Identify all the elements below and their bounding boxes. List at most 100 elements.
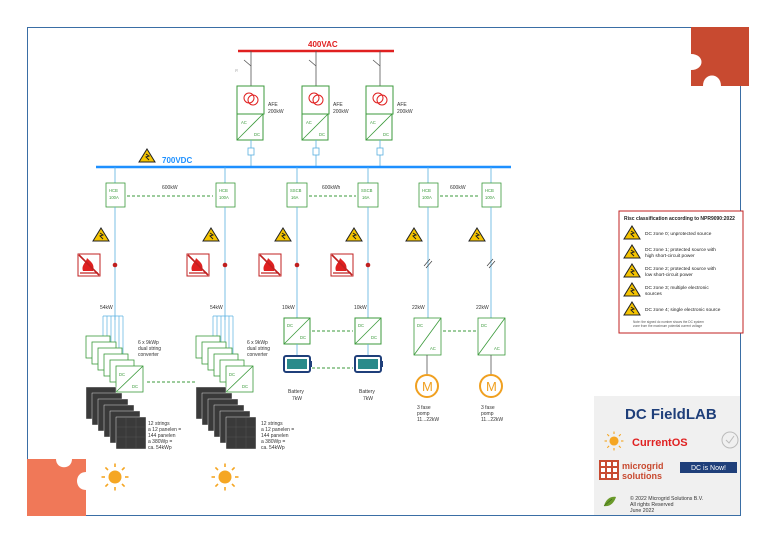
svg-text:6 x 9kWp: 6 x 9kWp xyxy=(138,340,159,346)
svg-text:AC: AC xyxy=(306,120,312,125)
svg-text:54kW: 54kW xyxy=(210,305,223,311)
svg-text:DC is Now!: DC is Now! xyxy=(691,465,726,472)
pv-converter xyxy=(115,365,144,393)
svg-text:solutions: solutions xyxy=(622,471,662,481)
svg-text:HCB: HCB xyxy=(422,188,431,193)
svg-text:DC: DC xyxy=(371,335,377,340)
pv-group: DC DC 6 x 9kWp dual string converter 12 … xyxy=(85,315,181,492)
svg-text:3 fase: 3 fase xyxy=(417,405,431,411)
battery-unit: DC DC Battery 7kW xyxy=(354,317,383,402)
svg-text:DC: DC xyxy=(119,372,125,377)
branding-panel: DC FieldLAB CurrentOS microgrid solution… xyxy=(594,396,740,515)
svg-text:DC: DC xyxy=(319,132,325,137)
dc-bus-label: 700VDC xyxy=(162,156,192,165)
svg-text:Note: the signed dc number sho: Note: the signed dc number shows the DC … xyxy=(633,320,704,324)
breaker-links: 600kW 600kWh 600kW xyxy=(127,185,480,197)
warning-icon xyxy=(345,227,363,242)
svg-text:11...22kW: 11...22kW xyxy=(481,417,503,423)
svg-text:7kW: 7kW xyxy=(292,396,302,402)
svg-text:144 panelen: 144 panelen xyxy=(148,433,176,439)
svg-text:DC zone 0; unprotected source: DC zone 0; unprotected source xyxy=(645,231,712,237)
svg-text:ca. 54kWp: ca. 54kWp xyxy=(148,445,172,451)
dc-bus-warning-icon xyxy=(138,148,156,163)
dc-is-now-badge xyxy=(680,462,737,473)
svg-text:low short-circuit power: low short-circuit power xyxy=(645,272,693,278)
svg-text:M: M xyxy=(486,379,497,394)
afe-unit: AC DC AFE 200kW xyxy=(365,51,413,166)
svg-text:100A: 100A xyxy=(485,195,495,200)
warning-icon xyxy=(468,227,486,242)
svg-text:DC zone 4; single electronic s: DC zone 4; single electronic source xyxy=(645,307,721,313)
svg-text:Battery: Battery xyxy=(359,389,375,395)
svg-text:200kW: 200kW xyxy=(268,109,284,115)
solar-panels xyxy=(195,386,257,450)
risk-legend: Risc classification according to NPR9090… xyxy=(618,210,744,334)
svg-text:22kW: 22kW xyxy=(412,305,425,311)
breakers: HCB 100A HCB 100A SSCB 16A SSCB 16A HCB … xyxy=(105,167,502,208)
svg-text:AC: AC xyxy=(370,120,376,125)
pump-unit: DC AC M 3 fase pomp 11...22kW xyxy=(477,317,506,423)
sun-icon xyxy=(100,462,130,492)
battery-icon xyxy=(354,355,383,373)
svg-text:SSCB: SSCB xyxy=(361,188,373,193)
currentos-logo: CurrentOS xyxy=(632,437,688,449)
breaker xyxy=(481,182,502,208)
legend-item: DC zone 1; protected source with high sh… xyxy=(623,244,716,259)
svg-text:a 380Wp =: a 380Wp = xyxy=(148,439,172,445)
svg-text:AFE: AFE xyxy=(397,102,407,108)
puzzle-logo-bottom-left xyxy=(27,459,86,516)
no-fire-icon xyxy=(330,253,354,277)
warning-icon xyxy=(274,227,292,242)
svg-text:100A: 100A xyxy=(109,195,119,200)
svg-text:SSCB: SSCB xyxy=(290,188,302,193)
breaker xyxy=(215,182,236,208)
svg-text:DC zone 3; multiple electronic: DC zone 3; multiple electronic xyxy=(645,285,709,291)
svg-text:16A: 16A xyxy=(362,195,370,200)
svg-text:AC: AC xyxy=(494,346,500,351)
svg-text:DC: DC xyxy=(417,323,423,328)
svg-text:DC: DC xyxy=(300,335,306,340)
svg-text:dual string: dual string xyxy=(138,346,161,352)
svg-text:pomp: pomp xyxy=(481,411,494,417)
motor-icon xyxy=(415,374,439,398)
svg-text:high short-circuit power: high short-circuit power xyxy=(645,253,695,259)
svg-text:a 12 panelen =: a 12 panelen = xyxy=(148,427,181,433)
svg-text:600kWh: 600kWh xyxy=(322,185,341,191)
legend-title: Risc classification according to NPR9090… xyxy=(624,216,735,222)
svg-text:© 2022 Microgrid Solutions B.V: © 2022 Microgrid Solutions B.V. xyxy=(630,495,703,502)
svg-text:200kW: 200kW xyxy=(397,109,413,115)
breaker xyxy=(418,182,439,208)
svg-text:600kW: 600kW xyxy=(162,185,178,191)
svg-text:AFE: AFE xyxy=(268,102,278,108)
svg-text:16A: 16A xyxy=(291,195,299,200)
legend-item: DC zone 2; protected source with low sho… xyxy=(623,263,716,278)
svg-text:pomp: pomp xyxy=(417,411,430,417)
battery-icon xyxy=(283,355,312,373)
warning-icon xyxy=(202,227,220,242)
puzzle-logo-top-right xyxy=(691,27,749,86)
svg-text:All rights Reserved: All rights Reserved xyxy=(630,502,674,508)
svg-text:a 12 panelen =: a 12 panelen = xyxy=(261,427,294,433)
afe-unit: AC DC AFE 200kW xyxy=(301,51,349,166)
svg-text:DC: DC xyxy=(229,372,235,377)
svg-text:June 2022: June 2022 xyxy=(630,508,654,514)
warning-icon xyxy=(405,227,423,242)
svg-text:10kW: 10kW xyxy=(354,305,367,311)
feeder-warning-icons xyxy=(92,227,486,242)
svg-text:100A: 100A xyxy=(219,195,229,200)
svg-text:600kW: 600kW xyxy=(450,185,466,191)
svg-text:144 panelen: 144 panelen xyxy=(261,433,289,439)
warning-icon xyxy=(92,227,110,242)
brand-title: DC FieldLAB xyxy=(625,406,717,423)
no-fire-icon xyxy=(258,253,282,277)
svg-text:ca. 54kWp: ca. 54kWp xyxy=(261,445,285,451)
svg-text:a 380Wp =: a 380Wp = xyxy=(261,439,285,445)
feeder-power-labels: 54kW 54kW 10kW 10kW 22kW 22kW xyxy=(100,305,489,311)
svg-text:⚐: ⚐ xyxy=(235,68,239,73)
ac-bus-label: 400VAC xyxy=(308,40,338,49)
svg-text:Battery: Battery xyxy=(288,389,304,395)
svg-text:DC: DC xyxy=(242,384,248,389)
pump-unit: DC AC M 3 fase pomp 11...22kW xyxy=(413,317,442,423)
microgrid-logo: microgrid solutions xyxy=(599,460,664,481)
